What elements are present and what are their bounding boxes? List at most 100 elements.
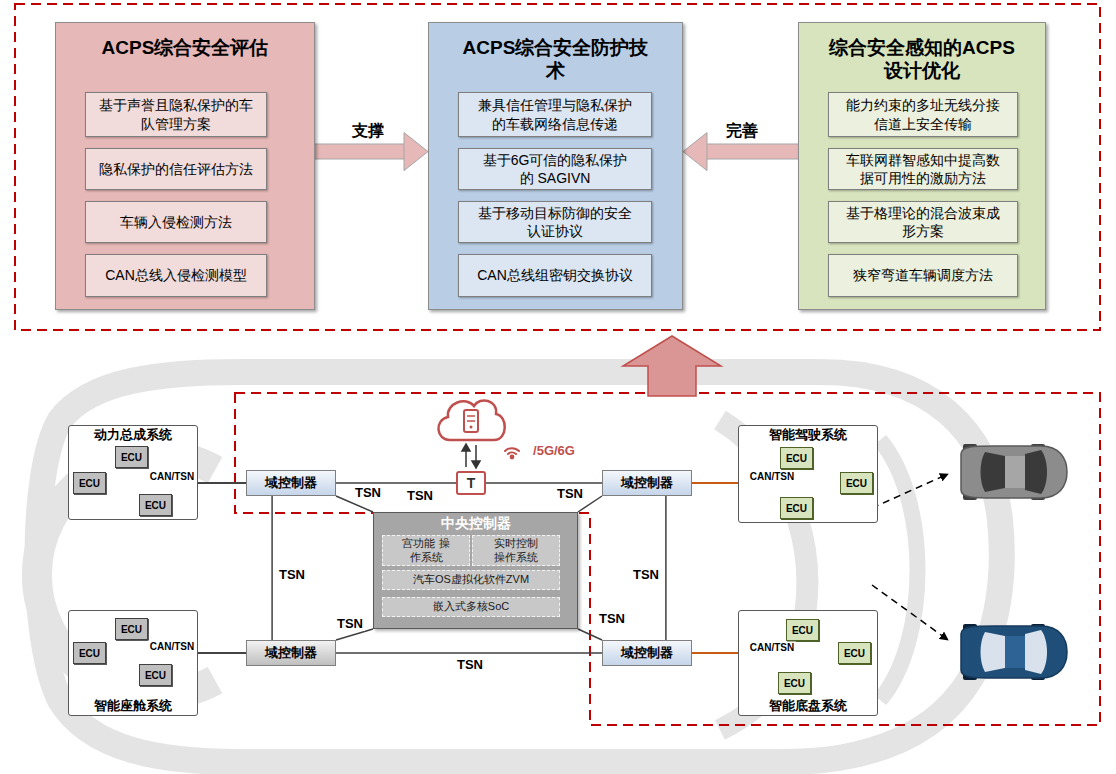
node-text: 基于格理论的混合波束成 形方案 xyxy=(844,204,1002,240)
arrow-outline xyxy=(315,144,405,160)
domain-controller: 域控制器 xyxy=(246,640,336,666)
node-text: T xyxy=(467,475,476,491)
edge-label: 完善 xyxy=(724,122,760,140)
method-box: 能力约束的多址无线分接 信道上安全传输 xyxy=(828,92,1018,137)
ecu-box: ECU xyxy=(780,497,813,519)
node-text: CAN总线入侵检测模型 xyxy=(105,266,247,284)
node-text: 实时控制 操作系统 xyxy=(492,537,540,563)
category-panel: ACPS综合安全防护技术兼具信任管理与隐私保护 的车载网络信息传递基于6G可信的… xyxy=(428,22,683,310)
bus-line xyxy=(132,640,246,653)
node-text: ACPS综合安全防护技术 xyxy=(456,37,656,83)
node-text: ECU xyxy=(786,453,807,464)
node-text: 宫功能 操作系统 xyxy=(402,537,450,563)
bus-line xyxy=(132,468,246,483)
edge-label: CAN/TSN xyxy=(748,471,796,482)
method-box: 车联网群智感知中提高数 据可用性的激励方法 xyxy=(828,148,1018,190)
ecu-box: ECU xyxy=(73,642,106,664)
ecu-box: ECU xyxy=(73,472,106,494)
node-text: 智能座舱系统 xyxy=(69,698,197,714)
ecu-box: ECU xyxy=(139,664,172,686)
dashed-arrow xyxy=(872,474,948,508)
node-text: 嵌入式多核SoC xyxy=(433,600,509,613)
edge-label: CAN/TSN xyxy=(748,642,796,653)
ecu-box: ECU xyxy=(780,447,813,469)
ecu-box: ECU xyxy=(840,472,873,494)
bus-line xyxy=(692,641,803,653)
node-text: ACPS综合安全评估 xyxy=(85,37,285,60)
os-box: 宫功能 操作系统 xyxy=(382,535,470,566)
node-text: 域控制器 xyxy=(621,474,673,492)
bus-line xyxy=(271,496,273,640)
node-text: 隐私保护的信任评估方法 xyxy=(99,160,253,178)
cloud-icon xyxy=(438,400,504,440)
node-text: 动力总成系统 xyxy=(69,427,197,443)
edge-label: TSN xyxy=(555,487,585,501)
block-arrow xyxy=(706,145,798,159)
node-text: ECU xyxy=(79,648,100,659)
os-box: 汽车OS虚拟化软件ZVM xyxy=(382,570,560,590)
node-text: 车辆入侵检测方法 xyxy=(120,213,232,231)
edge-label: TSN xyxy=(631,568,661,582)
bus-line xyxy=(578,629,602,640)
node-text: 基于移动目标防御的安全 认证协议 xyxy=(476,204,634,240)
wifi-icon xyxy=(505,448,519,458)
connector-group xyxy=(336,483,456,484)
method-box: CAN总线组密钥交换协议 xyxy=(458,254,652,297)
edge-label: TSN xyxy=(335,617,365,631)
node-text: ECU xyxy=(844,648,865,659)
car-watermark xyxy=(37,372,1002,762)
bus-line xyxy=(336,482,456,484)
method-box: 基于格理论的混合波束成 形方案 xyxy=(828,201,1018,243)
node-text: 域控制器 xyxy=(265,474,317,492)
node-text: 车联网群智感知中提高数 据可用性的激励方法 xyxy=(844,151,1002,187)
ecu-box: ECU xyxy=(139,494,172,516)
block-arrow xyxy=(315,145,405,159)
connector-group xyxy=(692,641,803,653)
node-text: ECU xyxy=(786,503,807,514)
node-text: ECU xyxy=(121,624,142,635)
arrow-head xyxy=(683,133,707,171)
connector-group xyxy=(578,629,602,640)
edge-label: TSN xyxy=(455,658,485,672)
node-text: ECU xyxy=(121,452,142,463)
network-label: /5G/6G xyxy=(533,444,575,458)
edge-label: CAN/TSN xyxy=(148,641,196,652)
bus-line xyxy=(665,496,667,640)
connector-group xyxy=(486,483,602,484)
dashed-arrow xyxy=(872,585,948,640)
node-text: ECU xyxy=(846,478,867,489)
node-text: 智能底盘系统 xyxy=(739,698,877,714)
node-text: 基于6G可信的隐私保护的 SAGIVN xyxy=(476,151,634,187)
ecu-box: ECU xyxy=(778,672,811,694)
ecu-box: ECU xyxy=(115,618,148,640)
ecu-box: ECU xyxy=(838,642,871,664)
node-text: ECU xyxy=(784,678,805,689)
edge-label: TSN xyxy=(405,489,435,503)
node-text: 狭窄弯道车辆调度方法 xyxy=(853,266,993,284)
domain-controller: 域控制器 xyxy=(602,640,692,666)
node-text: 基于声誉且隐私保护的车 队管理方案 xyxy=(97,96,255,132)
arrow-head xyxy=(404,133,428,171)
connector-group xyxy=(272,496,273,640)
domain-controller: 域控制器 xyxy=(602,470,692,496)
category-panel: ACPS综合安全评估基于声誉且隐私保护的车 队管理方案隐私保护的信任评估方法车辆… xyxy=(55,22,315,310)
vehicle xyxy=(961,624,1067,680)
node-text: ECU xyxy=(79,478,100,489)
node-text: 域控制器 xyxy=(265,644,317,662)
ecu-box: ECU xyxy=(786,619,819,641)
telematics-box: T xyxy=(456,471,486,495)
system-box: 智能底盘系统 ECU ECU ECU xyxy=(738,610,878,716)
connector-group xyxy=(665,496,666,640)
node-text: 智能驾驶系统 xyxy=(739,427,877,443)
connector-group xyxy=(132,640,246,653)
os-box: 实时控制 操作系统 xyxy=(472,535,560,566)
os-box: 嵌入式多核SoC xyxy=(382,597,560,617)
category-panel: 综合安全感知的ACPS 设计优化能力约束的多址无线分接 信道上安全传输车联网群智… xyxy=(798,22,1046,310)
connector-group xyxy=(132,468,246,483)
connector-group xyxy=(336,653,602,654)
vehicle xyxy=(961,444,1067,500)
node-text: 域控制器 xyxy=(621,644,673,662)
region-outline xyxy=(235,393,1100,725)
central-controller: 中央控制器宫功能 操作系统实时控制 操作系统汽车OS虚拟化软件ZVM嵌入式多核S… xyxy=(373,512,578,629)
method-box: CAN总线入侵检测模型 xyxy=(85,254,267,297)
